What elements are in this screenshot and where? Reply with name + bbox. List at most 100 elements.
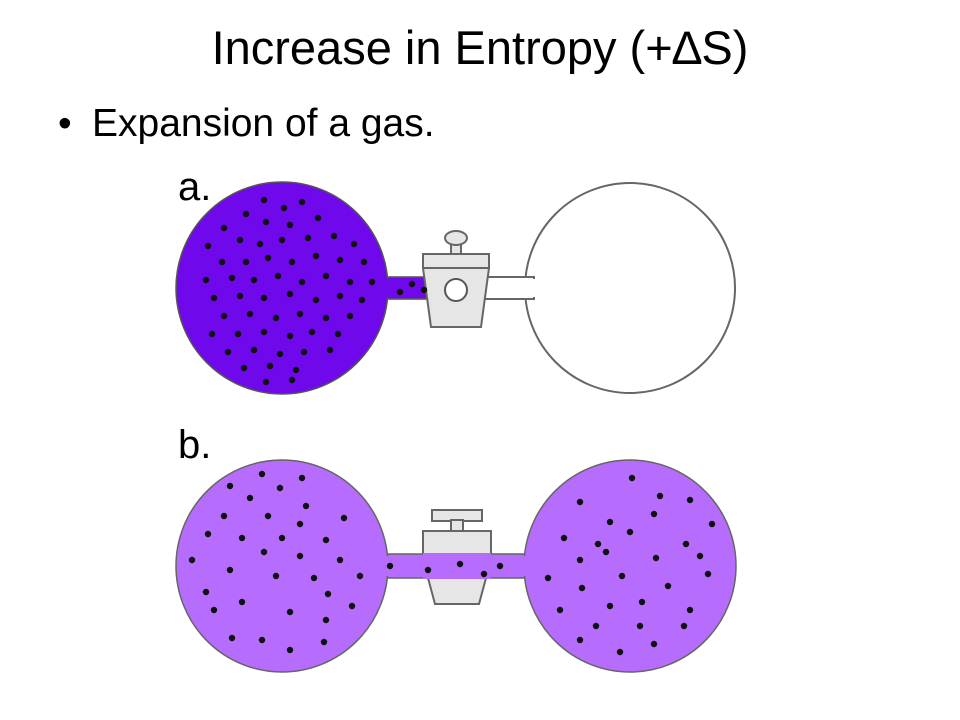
gas-particle: [346, 278, 354, 286]
gas-particle: [480, 570, 488, 578]
gas-particle: [664, 582, 672, 590]
gas-particle: [278, 236, 286, 244]
gas-particle: [228, 274, 236, 282]
gas-particle: [276, 350, 284, 358]
gas-particle: [258, 636, 266, 644]
gas-particle: [210, 606, 218, 614]
gas-particle: [262, 378, 270, 386]
gas-particle: [272, 314, 280, 322]
gas-particle: [576, 556, 584, 564]
gas-particle: [456, 560, 464, 568]
panel-a: a.: [175, 165, 736, 395]
gas-particle: [274, 272, 282, 280]
gas-particle: [696, 552, 704, 560]
gas-particle: [250, 346, 258, 354]
gas-particle: [286, 332, 294, 340]
gas-particle: [298, 198, 306, 206]
empty-flask: [524, 182, 736, 394]
gas-particle: [296, 552, 304, 560]
gas-particle: [286, 290, 294, 298]
gas-particle: [286, 646, 294, 654]
gas-particle: [358, 296, 366, 304]
gas-particle: [322, 616, 330, 624]
dense-gas-flask: [175, 181, 389, 395]
gas-particle: [278, 534, 286, 542]
panel-a-label: a.: [178, 165, 211, 209]
gas-particle: [280, 204, 288, 212]
gas-particle: [262, 218, 270, 226]
gas-particle: [408, 280, 416, 288]
gas-particle: [324, 590, 332, 598]
gas-particle: [656, 492, 664, 500]
gas-particle: [322, 536, 330, 544]
bullet-text: Expansion of a gas.: [92, 102, 435, 145]
valve-open-channel: [423, 553, 491, 579]
gas-particle: [264, 512, 272, 520]
gas-particle: [228, 634, 236, 642]
gas-particle: [686, 606, 694, 614]
bullet-item: •Expansion of a gas.: [58, 98, 435, 150]
gas-particle: [560, 534, 568, 542]
gas-particle: [220, 512, 228, 520]
gas-particle: [578, 584, 586, 592]
gas-particle: [350, 240, 358, 248]
gas-particle: [288, 258, 296, 266]
gas-particle: [256, 240, 264, 248]
gas-particle: [424, 566, 432, 574]
gas-particle: [650, 640, 658, 648]
gas-particle: [320, 638, 328, 646]
gas-particle: [638, 598, 646, 606]
gas-particle: [260, 548, 268, 556]
gas-particle: [300, 348, 308, 356]
gas-particle: [682, 540, 690, 548]
gas-particle: [204, 530, 212, 538]
particles-dense: [202, 196, 428, 386]
gas-particle: [276, 484, 284, 492]
gas-particle: [312, 252, 320, 260]
gas-particle: [650, 510, 658, 518]
gas-particle: [334, 330, 342, 338]
valve-open: [422, 509, 492, 605]
gas-particle: [314, 214, 322, 222]
gas-particle: [708, 520, 716, 528]
gas-particle: [298, 278, 306, 286]
gas-particle: [396, 288, 404, 296]
gas-particle: [288, 376, 296, 384]
gas-particle: [242, 258, 250, 266]
gas-particle: [592, 622, 600, 630]
gas-particle: [704, 570, 712, 578]
gas-particle: [348, 602, 356, 610]
valve-closed-port: [444, 278, 468, 302]
gas-particle: [296, 310, 304, 318]
gas-particle: [240, 364, 248, 372]
gas-particle: [686, 496, 694, 504]
gas-particle: [576, 636, 584, 644]
gas-particle: [188, 556, 196, 564]
valve-closed: [421, 230, 491, 328]
gas-particle: [210, 294, 218, 302]
gas-particle: [626, 528, 634, 536]
gas-particle: [296, 520, 304, 528]
gas-particle: [242, 210, 250, 218]
gas-particle: [260, 328, 268, 336]
gas-particle: [340, 514, 348, 522]
gas-particle: [238, 598, 246, 606]
gas-particle: [292, 366, 300, 374]
gas-particle: [266, 362, 274, 370]
gas-particle: [346, 312, 354, 320]
gas-particle: [326, 346, 334, 354]
gas-particle: [628, 474, 636, 482]
gas-particle: [308, 328, 316, 336]
panel-b-label: b.: [178, 423, 211, 467]
gas-particle: [246, 494, 254, 502]
gas-particle: [218, 258, 226, 266]
gas-particle: [250, 276, 258, 284]
gas-particle: [606, 518, 614, 526]
gas-particle: [368, 278, 376, 286]
gas-particle: [260, 196, 268, 204]
left-expanded-flask: [175, 459, 389, 673]
gas-particle: [594, 540, 602, 548]
gas-particle: [496, 562, 504, 570]
gas-particle: [616, 648, 624, 656]
